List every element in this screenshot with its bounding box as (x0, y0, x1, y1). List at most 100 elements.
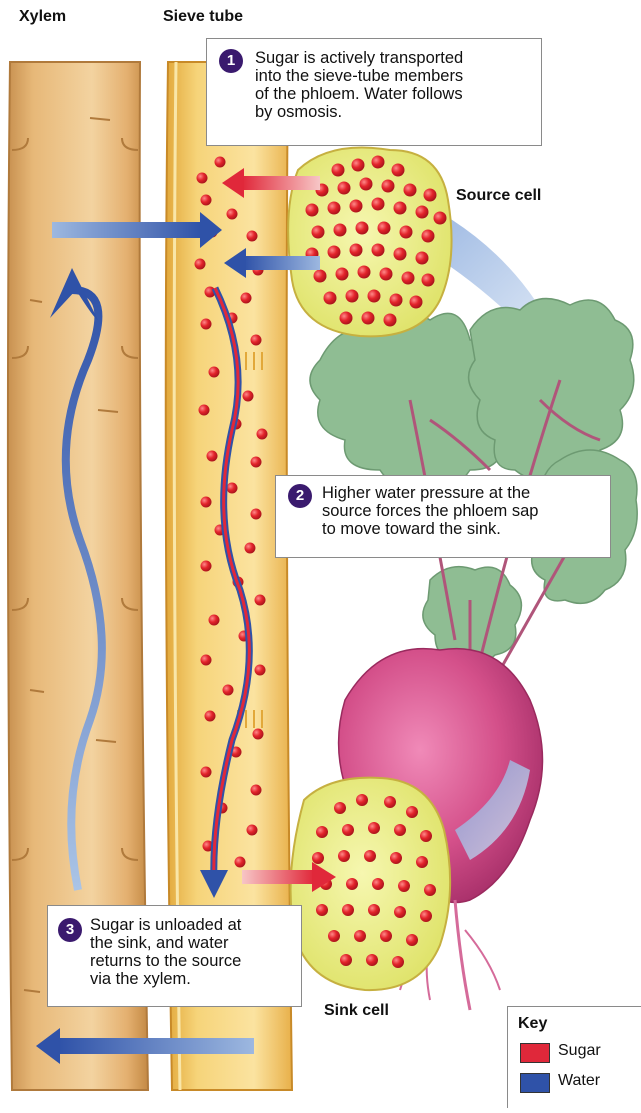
sugar-dot (209, 367, 220, 378)
sugar-dot (253, 729, 264, 740)
sugar-dot (416, 252, 429, 265)
sugar-dot (334, 224, 347, 237)
sugar-dot (324, 292, 337, 305)
step-3-callout: 3 Sugar is unloaded at the sink, and wat… (47, 905, 302, 1007)
step-3-badge: 3 (58, 918, 82, 942)
sugar-dot (346, 878, 358, 890)
sugar-dot (362, 312, 375, 325)
sugar-dot (350, 244, 363, 257)
sugar-dot (390, 294, 403, 307)
sugar-dot (406, 934, 418, 946)
sugar-dot (251, 785, 262, 796)
sugar-dot (394, 248, 407, 261)
sugar-dot (243, 391, 254, 402)
sugar-dot (350, 200, 363, 213)
sugar-dot (312, 852, 324, 864)
sugar-dot (416, 856, 428, 868)
sugar-dot (372, 244, 385, 257)
sugar-dot (398, 880, 410, 892)
sugar-dot (346, 290, 359, 303)
sugar-dot (366, 954, 378, 966)
sugar-dot (328, 930, 340, 942)
xylem-title: Xylem (19, 8, 66, 26)
step-1-text: Sugar is actively transported into the s… (255, 49, 463, 121)
sugar-dot (207, 451, 218, 462)
sugar-dot (364, 850, 376, 862)
source-cell-label: Source cell (456, 187, 541, 205)
key-water-label: Water (558, 1072, 600, 1090)
sugar-dot (201, 561, 212, 572)
sugar-dot (420, 910, 432, 922)
sugar-dot (368, 822, 380, 834)
sugar-dot (424, 884, 436, 896)
sugar-dot (251, 457, 262, 468)
key-sugar-label: Sugar (558, 1042, 601, 1060)
sugar-dot (380, 268, 393, 281)
sugar-dot (334, 802, 346, 814)
sugar-dot (328, 202, 341, 215)
sugar-dot (215, 157, 226, 168)
sugar-dot (227, 483, 238, 494)
sugar-dot (394, 202, 407, 215)
sugar-dot (316, 826, 328, 838)
sugar-dot (342, 904, 354, 916)
sugar-dot (332, 164, 345, 177)
sugar-dot (205, 711, 216, 722)
step-2-callout: 2 Higher water pressure at the source fo… (275, 475, 611, 558)
sugar-dot (338, 850, 350, 862)
sugar-dot (392, 956, 404, 968)
sugar-dot (209, 615, 220, 626)
sugar-dot (422, 230, 435, 243)
sugar-dot (372, 198, 385, 211)
sugar-dot (223, 685, 234, 696)
legend-key: Key Sugar Water (507, 1006, 641, 1108)
sugar-dot (247, 231, 258, 242)
sugar-dot (372, 156, 385, 169)
sugar-dot (358, 266, 371, 279)
sugar-dot (247, 825, 258, 836)
step-1-callout: 1 Sugar is actively transported into the… (206, 38, 542, 146)
sugar-dot (400, 226, 413, 239)
sugar-dot (378, 222, 391, 235)
step-3-text: Sugar is unloaded at the sink, and water… (90, 916, 241, 988)
sugar-dot (402, 272, 415, 285)
sugar-dot (384, 796, 396, 808)
sugar-dot (201, 497, 212, 508)
sugar-dot (255, 665, 266, 676)
step-1-badge: 1 (219, 49, 243, 73)
sugar-dot (314, 270, 327, 283)
sugar-dot (380, 930, 392, 942)
sugar-dot (392, 164, 405, 177)
sugar-dot (384, 314, 397, 327)
sugar-dot (340, 954, 352, 966)
sugar-dot (201, 767, 212, 778)
sugar-dot (241, 293, 252, 304)
sugar-dot (338, 182, 351, 195)
step-2-badge: 2 (288, 484, 312, 508)
sugar-dot (201, 319, 212, 330)
sugar-dot (195, 259, 206, 270)
sugar-dot (245, 543, 256, 554)
sugar-dot (316, 904, 328, 916)
sugar-dot (197, 173, 208, 184)
sugar-dot (328, 246, 341, 259)
sugar-dot (356, 222, 369, 235)
sugar-dot (356, 794, 368, 806)
sugar-dot (368, 290, 381, 303)
sugar-dot (352, 159, 365, 172)
sugar-dot (201, 655, 212, 666)
sugar-dot (434, 212, 447, 225)
sugar-dot (360, 178, 373, 191)
sugar-dot (227, 209, 238, 220)
sugar-swatch (520, 1043, 550, 1063)
water-swatch (520, 1073, 550, 1093)
sugar-dot (372, 878, 384, 890)
sugar-dot (199, 405, 210, 416)
sugar-dot (394, 906, 406, 918)
sugar-dot (336, 268, 349, 281)
sugar-dot (422, 274, 435, 287)
sugar-dot (340, 312, 353, 325)
sugar-dot (251, 335, 262, 346)
sugar-dot (410, 296, 423, 309)
sugar-dot (368, 904, 380, 916)
